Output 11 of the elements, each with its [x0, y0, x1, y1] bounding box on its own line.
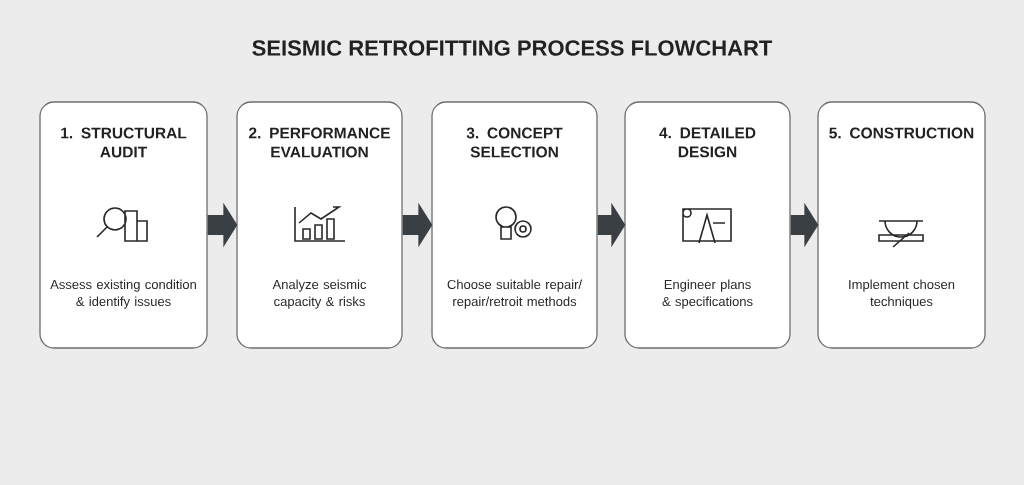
- step-description: Engineer plans & specifications: [662, 279, 753, 309]
- step-heading: 1. STRUCTURAL AUDIT: [61, 127, 187, 158]
- step-description: Analyze seismic capacity & risks: [272, 279, 367, 309]
- step-heading: 2. PERFORMANCE EVALUATION: [249, 127, 390, 158]
- step-description: Assess existing condition & identify issues: [50, 279, 196, 309]
- step-description: Choose suitable repair/ repair/retroit methods: [447, 279, 583, 309]
- step-heading: 4. DETAILED DESIGN: [659, 127, 756, 158]
- title: SEISMIC RETROFITTING PROCESS FLOWCHART: [252, 40, 773, 56]
- step-heading: 5. CONSTRUCTION: [829, 127, 974, 139]
- step-heading: 3. CONCEPT SELECTION: [466, 127, 563, 158]
- step-description: Implement chosen techniques: [849, 279, 955, 309]
